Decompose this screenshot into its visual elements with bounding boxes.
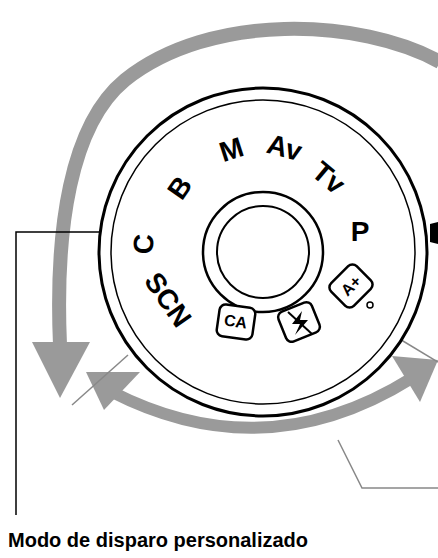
icon-frame bbox=[216, 304, 256, 341]
leader-line bbox=[338, 440, 438, 488]
range-line bbox=[398, 338, 438, 362]
arrow-head bbox=[392, 356, 438, 402]
icon-label: CA bbox=[223, 312, 248, 331]
arrow-head bbox=[86, 372, 140, 410]
flash-slash bbox=[288, 312, 312, 334]
leader-line bbox=[16, 232, 99, 515]
flash-off-icon bbox=[276, 300, 321, 343]
arrow-head bbox=[32, 342, 90, 398]
mode-letter: C bbox=[130, 233, 159, 254]
dial-outer bbox=[99, 88, 427, 416]
dial-button bbox=[217, 206, 309, 298]
dial-ring bbox=[111, 100, 415, 404]
range-line bbox=[72, 355, 128, 405]
icon-frame bbox=[327, 262, 375, 310]
dot-mark bbox=[367, 302, 373, 308]
callout-label: Modo de disparo personalizado bbox=[8, 530, 308, 550]
mode-letter: P bbox=[351, 218, 370, 246]
index-mark bbox=[430, 222, 438, 244]
dial-hub bbox=[203, 192, 323, 312]
